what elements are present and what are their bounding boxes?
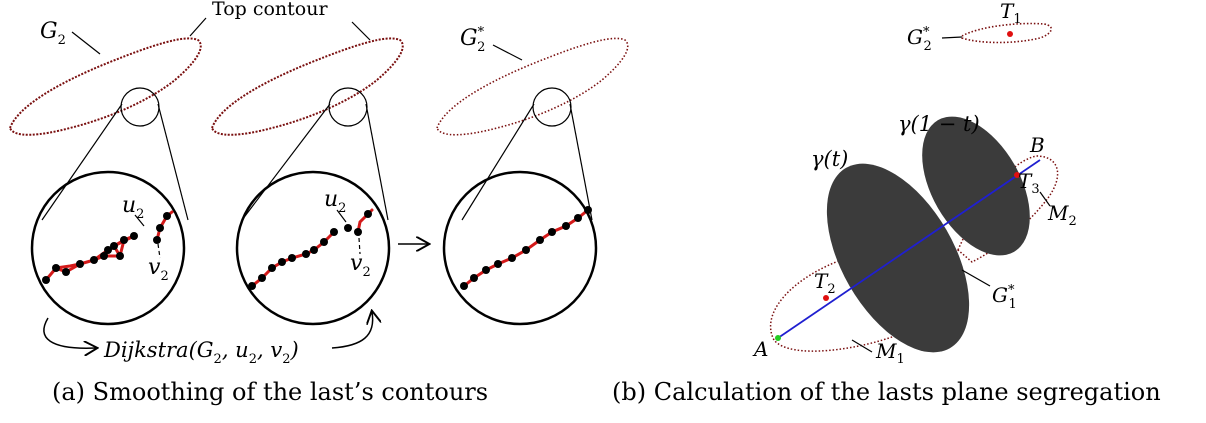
gamma-t-label: γ(t) (811, 147, 848, 171)
panel-a: Top contour G2 G*2 u2 v2 u2 v2 Dijkstra(… (8, 0, 629, 367)
point-a-label: A (752, 337, 768, 361)
v2-label-2: v2 (350, 251, 371, 280)
centroid-t3 (1014, 172, 1020, 178)
zoom-circle-1 (30, 170, 186, 326)
g2-star-label-b: G*2 (907, 25, 932, 54)
plane-gamma-t (826, 163, 970, 353)
point-b-label: B (1029, 133, 1045, 157)
gamma-1mt-label: γ(1 − t) (898, 112, 980, 136)
figure: Top contour G2 G*2 u2 v2 u2 v2 Dijkstra(… (8, 0, 1077, 367)
g2-star-label-a: G*2 (460, 25, 485, 55)
centroid-t1 (1007, 31, 1013, 37)
contour-g2-star-top (961, 22, 1052, 44)
t1-label: T1 (1000, 0, 1022, 27)
centroid-t2 (823, 295, 829, 301)
t3-label: T3 (1018, 169, 1040, 197)
zoom-circle-2 (235, 170, 391, 326)
panel-b: T1 G*2 γ(t) γ(1 − t) B T3 M2 T2 G*1 A M1 (752, 0, 1077, 367)
caption-a: (a) Smoothing of the last’s contours (52, 378, 489, 406)
contour-g2-smooth (436, 37, 629, 136)
axis-line (777, 159, 1041, 339)
dijkstra-label: Dijkstra(G2, u2, v2) (103, 338, 299, 367)
m1-label: M1 (875, 339, 905, 367)
m2-label: M2 (1047, 201, 1077, 229)
t2-label: T2 (814, 269, 836, 297)
top-contour-label: Top contour (212, 0, 328, 20)
u2-label-1: u2 (122, 193, 144, 222)
point-a-marker (775, 335, 781, 341)
dijkstra-arrow-left (43, 317, 96, 348)
g2-label: G2 (40, 19, 66, 48)
dijkstra-arrow-right (331, 312, 373, 349)
u2-label-2: u2 (324, 187, 346, 216)
contour-g2 (8, 37, 202, 136)
zoom-circle-3 (442, 170, 598, 326)
caption-b: (b) Calculation of the lasts plane segre… (612, 378, 1161, 406)
g1-star-label: G*1 (992, 283, 1017, 312)
v2-label-1: v2 (148, 255, 169, 284)
contour-g2-second (210, 37, 404, 136)
